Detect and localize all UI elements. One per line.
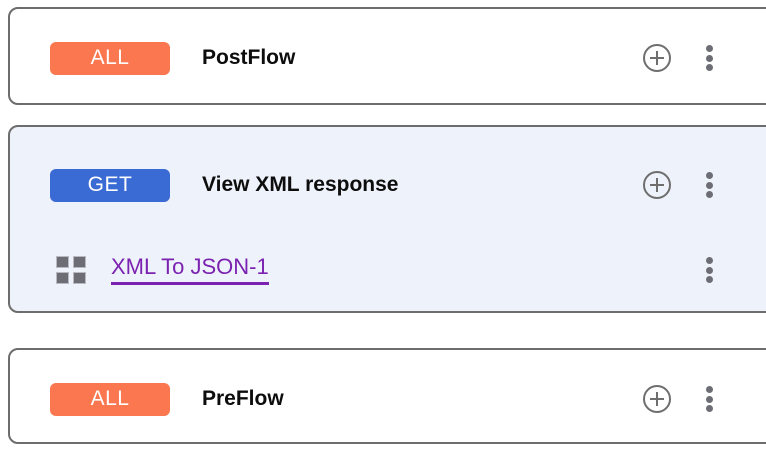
kebab-menu-icon[interactable] — [696, 384, 722, 414]
kebab-dot — [705, 181, 713, 189]
plus-circle-icon[interactable] — [642, 170, 672, 200]
kebab-dot — [705, 191, 713, 198]
plus-circle-icon[interactable] — [642, 384, 672, 414]
flow-card-postflow[interactable]: ALL PostFlow — [8, 7, 766, 105]
kebab-dot — [705, 386, 713, 393]
plus-circle-icon[interactable] — [642, 43, 672, 73]
kebab-dot — [705, 45, 713, 52]
flow-row-view-xml-response[interactable]: GET View XML response — [10, 155, 766, 215]
flow-row-preflow[interactable]: ALL PreFlow — [10, 369, 766, 429]
kebab-dot — [705, 54, 713, 62]
kebab-dot — [705, 405, 713, 412]
row-actions — [642, 255, 766, 285]
kebab-dot — [705, 395, 713, 403]
policy-link-xml-to-json-1[interactable]: XML To JSON-1 — [111, 255, 269, 285]
kebab-menu-icon[interactable] — [696, 170, 722, 200]
flow-title: PreFlow — [202, 387, 284, 410]
kebab-dot — [705, 64, 713, 71]
kebab-dot — [705, 266, 713, 274]
flow-title: View XML response — [202, 173, 399, 196]
row-actions — [642, 170, 766, 200]
row-actions — [642, 384, 766, 414]
row-actions — [642, 43, 766, 73]
method-badge-get: GET — [50, 168, 170, 202]
grid-squares-icon — [56, 256, 86, 284]
kebab-dot — [705, 276, 713, 283]
flow-title: PostFlow — [202, 46, 296, 69]
kebab-dot — [705, 257, 713, 264]
kebab-menu-icon[interactable] — [696, 255, 722, 285]
kebab-menu-icon[interactable] — [696, 43, 722, 73]
kebab-dot — [705, 172, 713, 179]
method-badge-all: ALL — [50, 382, 170, 416]
method-badge-all: ALL — [50, 41, 170, 75]
flow-card-preflow[interactable]: ALL PreFlow — [8, 348, 766, 444]
flow-row-postflow[interactable]: ALL PostFlow — [10, 28, 766, 88]
policy-row-xml-to-json-1[interactable]: XML To JSON-1 — [10, 240, 766, 300]
flow-card-view-xml-response[interactable]: GET View XML response — [8, 125, 766, 313]
